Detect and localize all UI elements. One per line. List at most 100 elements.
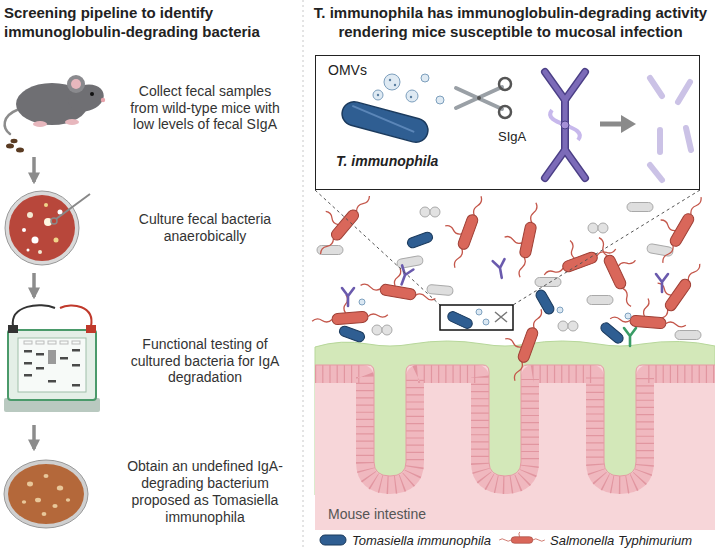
gel-electrophoresis-icon bbox=[24, 374, 32, 377]
inset-illustration bbox=[563, 100, 568, 122]
zoom-source-box bbox=[440, 305, 513, 330]
inset-illustration bbox=[351, 106, 416, 132]
lumen-bacteria bbox=[360, 262, 440, 304]
intestine-wall bbox=[315, 365, 715, 476]
culture-plate-icon bbox=[4, 460, 88, 528]
inset-illustration bbox=[545, 72, 565, 100]
lumen-bacteria bbox=[594, 228, 652, 309]
lumen-bacteria bbox=[342, 288, 354, 306]
inset-illustration bbox=[545, 150, 565, 178]
intestine-wall bbox=[315, 341, 715, 530]
gel-electrophoresis-icon bbox=[48, 350, 56, 364]
lumen-bacteria bbox=[624, 328, 636, 346]
mouse-icon bbox=[71, 79, 81, 89]
legend-icon-shape bbox=[320, 535, 346, 545]
gel-electrophoresis-icon bbox=[72, 349, 80, 352]
inset-illustration bbox=[421, 74, 429, 82]
lumen-bacteria bbox=[303, 181, 374, 258]
legend-icon-shape bbox=[499, 532, 545, 543]
zoom-source-box bbox=[495, 312, 507, 322]
gel-electrophoresis-icon bbox=[13, 305, 55, 326]
mouse-icon bbox=[16, 148, 24, 153]
step-text: Collect fecal samples from wild-type mic… bbox=[124, 83, 286, 133]
petri-dish-icon bbox=[27, 212, 33, 218]
lumen-bacteria bbox=[303, 181, 706, 383]
mouse-icon bbox=[67, 75, 85, 93]
inset-illustration bbox=[384, 74, 400, 90]
culture-plate-icon bbox=[35, 498, 41, 503]
lumen-bacteria bbox=[406, 231, 434, 249]
mouse-icon bbox=[5, 75, 107, 153]
petri-dish-icon bbox=[22, 228, 26, 232]
lumen-bacteria bbox=[396, 255, 423, 268]
inset-illustration bbox=[394, 84, 396, 86]
culture-plate-icon bbox=[66, 498, 70, 502]
flow-arrow bbox=[32, 157, 36, 182]
lumen-bacteria bbox=[656, 274, 668, 292]
lumen-bacteria bbox=[646, 243, 673, 256]
inset-illustration bbox=[657, 130, 663, 152]
lumen-bacteria bbox=[497, 198, 541, 278]
gel-electrophoresis-icon bbox=[48, 341, 56, 344]
lumen-bacteria bbox=[372, 325, 392, 335]
inset-illustration bbox=[650, 78, 691, 180]
legend-text: Tomasiella immunophila bbox=[352, 533, 491, 548]
petri-dish-icon bbox=[44, 203, 48, 207]
culture-plate-icon bbox=[42, 512, 47, 516]
inset-illustration bbox=[477, 96, 481, 100]
inset-illustration bbox=[563, 128, 568, 150]
lumen-bacteria bbox=[675, 331, 701, 340]
lumen-bacteria bbox=[420, 207, 440, 217]
gel-electrophoresis-icon bbox=[60, 357, 68, 360]
zoom-source-box bbox=[440, 305, 513, 330]
pipeline-step: Obtain an undefined IgA-degrading bacter… bbox=[0, 452, 298, 532]
lumen-bacteria bbox=[338, 325, 366, 343]
gel-electrophoresis-icon bbox=[72, 341, 80, 344]
gel-electrophoresis-icon bbox=[60, 341, 68, 344]
mouse-icon bbox=[65, 119, 79, 125]
petri-dish-icon bbox=[5, 191, 90, 265]
inset-illustration bbox=[315, 55, 700, 190]
lumen-bacteria bbox=[587, 296, 613, 305]
lumen-bacteria bbox=[643, 185, 706, 265]
mouse-icon bbox=[6, 144, 14, 149]
lumen-bacteria bbox=[627, 203, 653, 212]
inset-illustration bbox=[650, 78, 662, 96]
petri-dish-icon bbox=[9, 195, 75, 261]
step-text: Functional testing of cultured bacteria … bbox=[124, 336, 286, 386]
gel-electrophoresis-icon bbox=[36, 367, 44, 370]
culture-plate-icon bbox=[27, 482, 33, 487]
zoom-source-box bbox=[476, 309, 482, 315]
gel-electrophoresis-icon bbox=[18, 338, 86, 392]
pipeline-step: Culture fecal bacteria anaerobically bbox=[0, 185, 298, 270]
gel-electrophoresis-icon bbox=[24, 350, 32, 353]
inset-illustration bbox=[389, 79, 391, 81]
mouse-icon bbox=[33, 121, 47, 127]
lumen-bacteria bbox=[359, 299, 365, 305]
inset-illustration bbox=[561, 100, 569, 122]
legend-icon bbox=[498, 532, 546, 548]
lumen-bacteria bbox=[588, 223, 608, 233]
inset-illustration bbox=[565, 150, 585, 178]
zoom-lines bbox=[513, 190, 700, 305]
inset-illustration bbox=[565, 72, 585, 100]
gel-electrophoresis-icon bbox=[36, 353, 44, 356]
culture-plate-icon bbox=[57, 486, 63, 491]
step-text: Obtain an undefined IgA-degrading bacter… bbox=[124, 458, 286, 525]
inset-illustration bbox=[373, 90, 383, 100]
zoom-inset-box: OMVsT. immunophilaSIgA bbox=[315, 55, 700, 190]
culture-plate-icon bbox=[8, 464, 84, 524]
inset-illustration bbox=[499, 106, 511, 118]
gel-electrophoresis-icon bbox=[8, 325, 18, 333]
inset-label: T. immunophila bbox=[336, 153, 438, 170]
lumen-bacteria bbox=[396, 265, 413, 286]
culture-plate-icon bbox=[22, 500, 26, 504]
petri-dish-icon bbox=[32, 237, 39, 244]
zoom-lines bbox=[315, 190, 700, 305]
inset-illustration bbox=[436, 96, 444, 104]
inset-illustration bbox=[561, 121, 569, 129]
mouse-icon bbox=[101, 98, 105, 102]
mouse-icon bbox=[11, 139, 18, 143]
